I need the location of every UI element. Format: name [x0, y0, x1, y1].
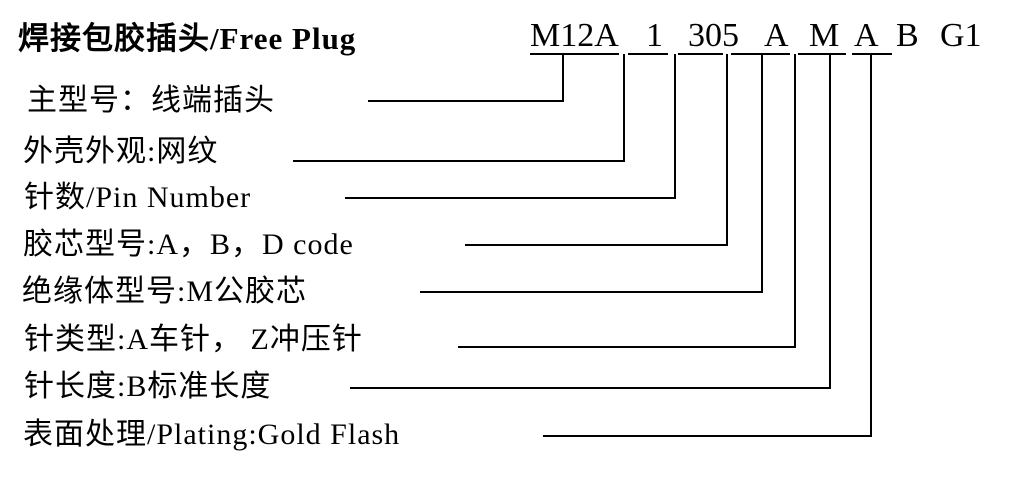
- code-segment-main-model: M12A: [530, 17, 619, 54]
- leader-line-1: [368, 54, 564, 102]
- code-segment-pin-length: B: [896, 17, 919, 54]
- label-core-model: 胶芯型号:A，B，D code: [23, 228, 354, 261]
- code-segment-pin-type: A: [854, 17, 879, 54]
- leader-line-5: [420, 54, 763, 293]
- label-insulator: 绝缘体型号:M公胶芯: [22, 275, 308, 308]
- page-title: 焊接包胶插头/Free Plug: [18, 21, 357, 56]
- leader-line-4: [465, 54, 728, 246]
- leader-line-3: [345, 54, 676, 199]
- code-segment-shell: 1: [646, 17, 663, 54]
- label-pin-type: 针类型:A车针， Z冲压针: [24, 323, 363, 356]
- label-pin-length: 针长度:B标准长度: [24, 370, 272, 403]
- label-shell-finish: 外壳外观:网纹: [23, 135, 219, 168]
- label-main-model: 主型号：线端插头: [27, 84, 275, 117]
- leader-line-2: [293, 54, 625, 162]
- label-plating: 表面处理/Plating:Gold Flash: [23, 418, 401, 451]
- code-segment-plating: G1: [940, 17, 982, 54]
- code-segment-pin-number: 305: [688, 17, 739, 54]
- label-pin-number: 针数/Pin Number: [24, 181, 252, 214]
- leader-line-7: [350, 54, 831, 389]
- code-segment-insulator: M: [809, 17, 840, 54]
- leader-line-6: [458, 54, 796, 348]
- code-segment-core-model: A: [764, 17, 789, 54]
- leader-line-8: [543, 54, 872, 437]
